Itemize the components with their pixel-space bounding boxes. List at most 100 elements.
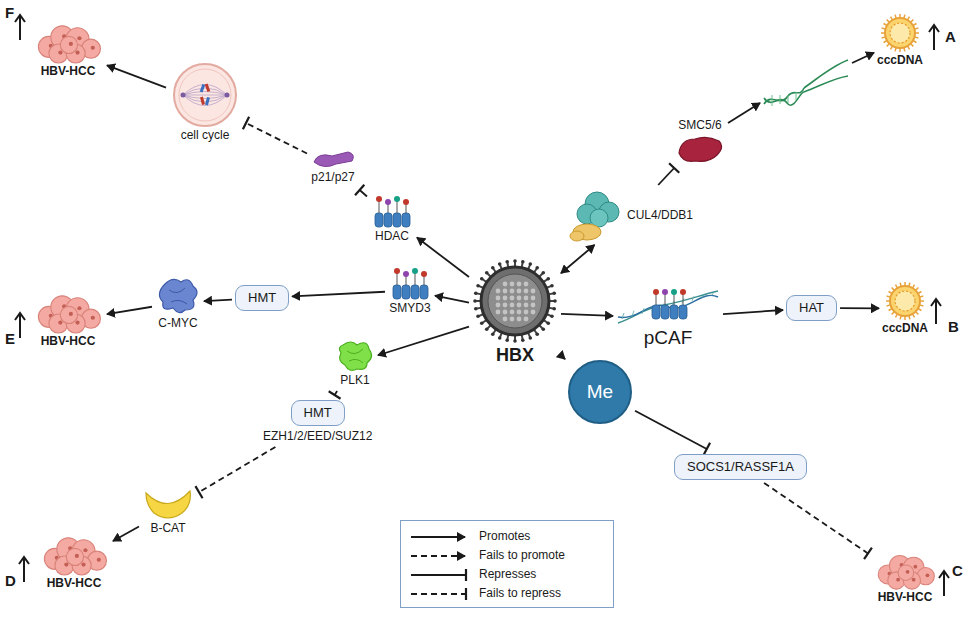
legend-sample: [409, 530, 471, 544]
icon-holder: [388, 265, 432, 301]
legend-row: Promotes: [409, 527, 605, 546]
node-label: HBX: [496, 344, 534, 366]
connector: [561, 355, 565, 359]
icon: [675, 133, 725, 163]
smyd3-node: SMYD3: [388, 265, 432, 316]
legend-text: Represses: [479, 567, 536, 582]
dna-fork: [764, 60, 848, 106]
legend-text: Promotes: [479, 529, 530, 544]
icon-holder: [142, 485, 194, 521]
icon: [567, 188, 623, 242]
icon: [873, 552, 937, 590]
icon-holder: [169, 62, 241, 128]
connector-line: [360, 190, 367, 196]
icon-holder: [873, 552, 937, 590]
connector-line: [107, 65, 166, 87]
connector-line: [561, 245, 594, 273]
connector-line: [840, 307, 879, 309]
cell-cycle-node: cell cycle: [169, 62, 241, 143]
hcc-node: HBV-HCC: [32, 292, 104, 349]
legend-bar: [465, 588, 467, 600]
icon-holder: [675, 133, 725, 163]
repress-bar: [864, 548, 872, 560]
connector-line: [246, 123, 307, 154]
icon-holder: [616, 287, 720, 327]
callout-letter: C: [952, 562, 963, 580]
connector: [417, 238, 469, 278]
virus-node: HBX: [472, 258, 558, 366]
connector: [840, 308, 879, 309]
smc-node: SMC5/6: [675, 118, 725, 163]
node-label: HMT: [291, 400, 345, 426]
icon-holder: [884, 281, 926, 321]
node-label: cccDNA: [882, 321, 928, 336]
icon: [32, 292, 104, 334]
icon: [169, 62, 241, 128]
connector: [355, 185, 367, 197]
repress-bar: [355, 185, 364, 196]
up-arrows: [15, 15, 949, 596]
node-label: EZH1/2/EED/SUZ12: [263, 429, 372, 444]
node-label: p21/p27: [311, 170, 354, 185]
enzyme-box: HMT: [235, 285, 289, 311]
legend-bar: [465, 569, 467, 581]
icon: [884, 281, 926, 321]
icon-holder: [370, 193, 414, 229]
connector: [561, 314, 613, 316]
callout-letter: E: [5, 330, 15, 348]
legend-row: Fails to repress: [409, 584, 605, 603]
callout-letter: A: [945, 28, 956, 46]
connector: [658, 163, 679, 185]
legend-row: Fails to promote: [409, 546, 605, 565]
node-label: HBV-HCC: [41, 334, 96, 349]
node-label: HDAC: [375, 229, 409, 244]
icon: [370, 193, 414, 229]
node-label: HAT: [786, 295, 837, 321]
icon-holder: [38, 534, 110, 576]
connector-line: [764, 483, 868, 553]
hcc-node: HBV-HCC: [38, 534, 110, 591]
connector: [728, 53, 874, 123]
methylation-circle: Me: [568, 360, 632, 424]
connector: [329, 391, 341, 399]
connector-line: [852, 53, 874, 63]
icon: [155, 274, 201, 316]
legend-line: [411, 536, 465, 538]
icon-holder: [32, 22, 104, 64]
connector: [292, 292, 385, 297]
connector: [243, 117, 307, 154]
node-label: C-MYC: [158, 316, 197, 331]
connector: [378, 327, 469, 356]
pcaf-node: pCAF: [616, 287, 720, 349]
connector-line: [292, 292, 385, 297]
node-label: HBV-HCC: [47, 576, 102, 591]
cmyc-node: C-MYC: [155, 274, 201, 331]
legend-sample: [409, 587, 471, 601]
hcc-node: HBV-HCC: [32, 22, 104, 79]
icon: [335, 337, 375, 373]
bcat-node: B-CAT: [142, 485, 194, 536]
protein-node: p21/p27: [310, 148, 356, 185]
legend-box: PromotesFails to promoteRepressesFails t…: [400, 520, 614, 608]
connector: [435, 296, 469, 303]
repress-bar: [669, 163, 679, 173]
connector-line: [417, 238, 469, 278]
node-label: HMT: [235, 285, 289, 311]
connector-line: [107, 307, 152, 314]
node-label: pCAF: [644, 327, 693, 349]
cul4-node: CUL4/DDB1: [567, 188, 693, 242]
legend-text: Fails to repress: [479, 586, 561, 601]
legend-sample: [409, 549, 471, 563]
connector-line: [561, 355, 565, 359]
connector-line: [435, 296, 469, 303]
icon: [142, 485, 194, 521]
connector: [561, 245, 594, 273]
connector: [723, 310, 783, 314]
connector-line: [113, 527, 139, 541]
connector-line: [561, 314, 613, 316]
icon: [388, 265, 432, 301]
connector-line: [723, 310, 783, 314]
connector: [204, 300, 232, 301]
gene-box: SOCS1/RASSF1A: [674, 454, 807, 480]
cccdna-node: cccDNA: [882, 281, 928, 336]
